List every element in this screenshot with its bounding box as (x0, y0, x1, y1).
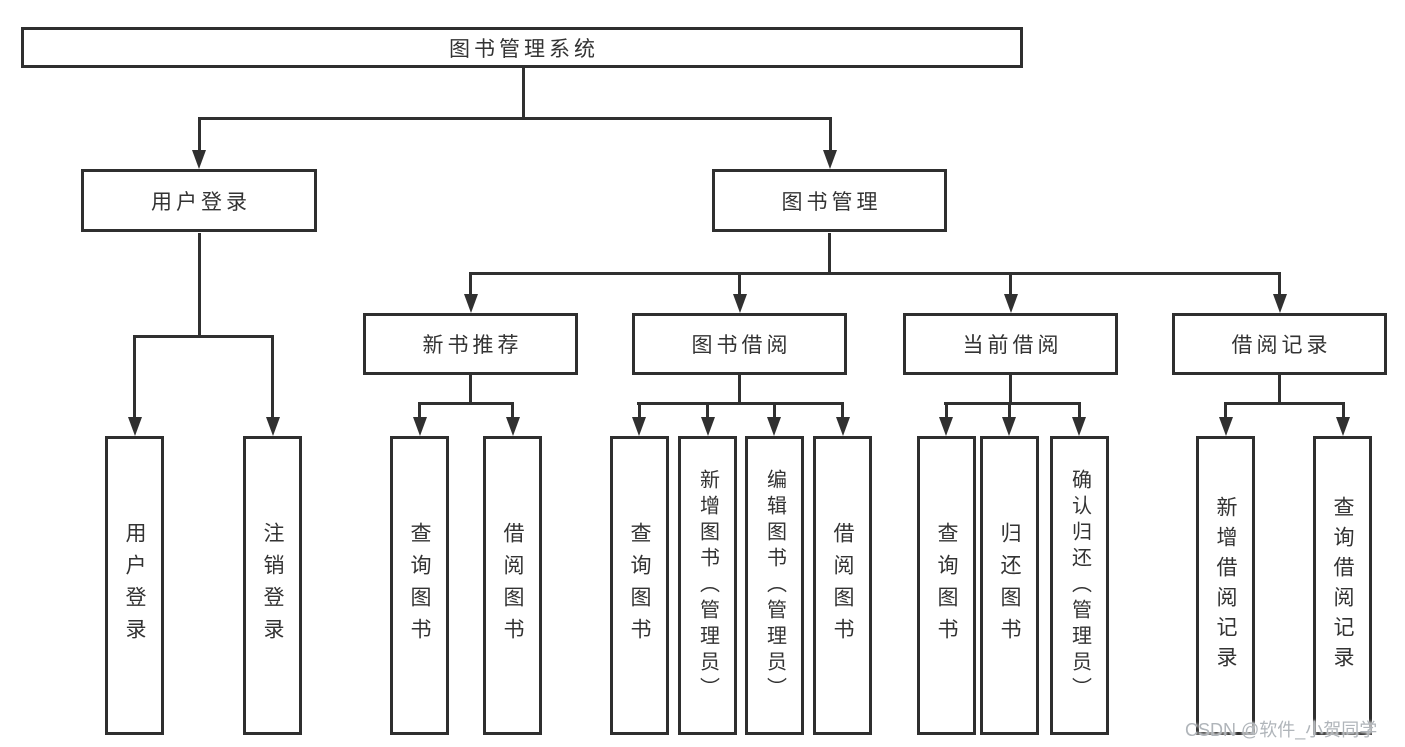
connector-new-book-stem (469, 375, 472, 403)
connector-user-login-stem (197, 233, 201, 336)
leaf-borrow-books-1-label: 借阅图书 (501, 521, 524, 650)
leaf-user-login-label: 用户登录 (123, 521, 146, 650)
node-user-login: 用户登录 (81, 169, 317, 232)
node-user-login-label: 用户登录 (151, 190, 251, 214)
leaf-query-borrow-record: 查询借阅记录 (1313, 436, 1372, 735)
arrow-to-book-borrow (732, 272, 747, 313)
arrow-to-leaf-borrow-books-1 (505, 402, 520, 436)
arrow-to-leaf-logout (265, 335, 280, 436)
node-current-borrow-label: 当前借阅 (962, 334, 1063, 357)
arrow-to-leaf-add-books (700, 402, 715, 436)
leaf-user-login: 用户登录 (105, 436, 164, 735)
node-book-management-label: 图书管理 (781, 190, 882, 214)
leaf-add-borrow-record: 新增借阅记录 (1196, 436, 1255, 735)
arrow-to-current-borrow (1003, 272, 1018, 313)
leaf-borrow-books-2: 借阅图书 (813, 436, 872, 735)
arrow-to-leaf-query-books-2 (632, 402, 646, 436)
leaf-query-books-1: 查询图书 (390, 436, 449, 735)
leaf-add-books-admin: 新增图书（管理员） (678, 436, 737, 735)
connector-root-stem (521, 68, 525, 118)
arrow-to-leaf-confirm-return (1072, 402, 1086, 436)
node-current-borrow: 当前借阅 (903, 313, 1118, 375)
connector-book-management-stem (828, 233, 831, 273)
arrow-to-leaf-query-books-3 (939, 402, 953, 436)
leaf-logout: 注销登录 (243, 436, 302, 735)
connector-new-book-rail (418, 401, 514, 405)
leaf-query-books-2: 查询图书 (610, 436, 669, 735)
node-root: 图书管理系统 (21, 27, 1023, 68)
leaf-borrow-books-1: 借阅图书 (483, 436, 542, 735)
arrow-to-leaf-borrow-books-2 (835, 402, 850, 436)
connector-level3-rail (469, 271, 1281, 275)
leaf-add-books-admin-label: 新增图书（管理员） (696, 468, 719, 703)
arrow-to-leaf-return-books (1002, 402, 1016, 436)
connector-current-borrow-rail (944, 401, 1080, 405)
arrow-to-leaf-edit-books (767, 402, 781, 436)
arrow-to-borrow-records (1272, 272, 1287, 313)
node-borrow-records-label: 借阅记录 (1231, 334, 1332, 357)
connector-book-borrow-stem (738, 375, 741, 403)
arrow-to-leaf-query-borrow-record (1336, 402, 1350, 436)
leaf-return-books-label: 归还图书 (998, 521, 1021, 650)
leaf-confirm-return-admin: 确认归还（管理员） (1050, 436, 1109, 735)
leaf-query-books-2-label: 查询图书 (628, 521, 651, 650)
leaf-query-books-3-label: 查询图书 (935, 521, 958, 650)
node-book-borrow: 图书借阅 (632, 313, 847, 375)
arrow-to-book-management (823, 117, 837, 169)
connector-level2-rail (197, 116, 832, 120)
leaf-confirm-return-admin-label: 确认归还（管理员） (1068, 468, 1091, 703)
node-new-book-recommend-label: 新书推荐 (422, 334, 523, 357)
node-borrow-records: 借阅记录 (1172, 313, 1387, 375)
arrow-to-user-login (192, 117, 206, 169)
leaf-add-borrow-record-label: 新增借阅记录 (1214, 495, 1237, 676)
leaf-logout-label: 注销登录 (261, 521, 284, 650)
connector-current-borrow-stem (1009, 375, 1012, 403)
connector-user-login-rail (133, 334, 274, 338)
node-new-book-recommend: 新书推荐 (363, 313, 578, 375)
connector-borrow-records-stem (1278, 375, 1281, 403)
csdn-watermark: CSDN @软件_小贺同学 (1185, 720, 1378, 740)
arrow-to-leaf-add-borrow-record (1218, 402, 1233, 436)
arrow-to-new-book-recommend (463, 272, 478, 313)
leaf-query-books-3: 查询图书 (917, 436, 976, 735)
node-book-management: 图书管理 (712, 169, 947, 232)
connector-borrow-records-rail (1224, 401, 1344, 405)
leaf-borrow-books-2-label: 借阅图书 (831, 521, 854, 650)
leaf-edit-books-admin-label: 编辑图书（管理员） (763, 468, 786, 703)
leaf-query-books-1-label: 查询图书 (408, 521, 431, 650)
arrow-to-leaf-user-login (127, 335, 142, 436)
node-book-borrow-label: 图书借阅 (691, 334, 792, 357)
node-root-label: 图书管理系统 (449, 37, 599, 61)
arrow-to-leaf-query-books-1 (412, 402, 427, 436)
leaf-edit-books-admin: 编辑图书（管理员） (745, 436, 804, 735)
leaf-return-books: 归还图书 (980, 436, 1039, 735)
leaf-query-borrow-record-label: 查询借阅记录 (1331, 495, 1354, 676)
connector-book-borrow-rail (637, 401, 844, 405)
